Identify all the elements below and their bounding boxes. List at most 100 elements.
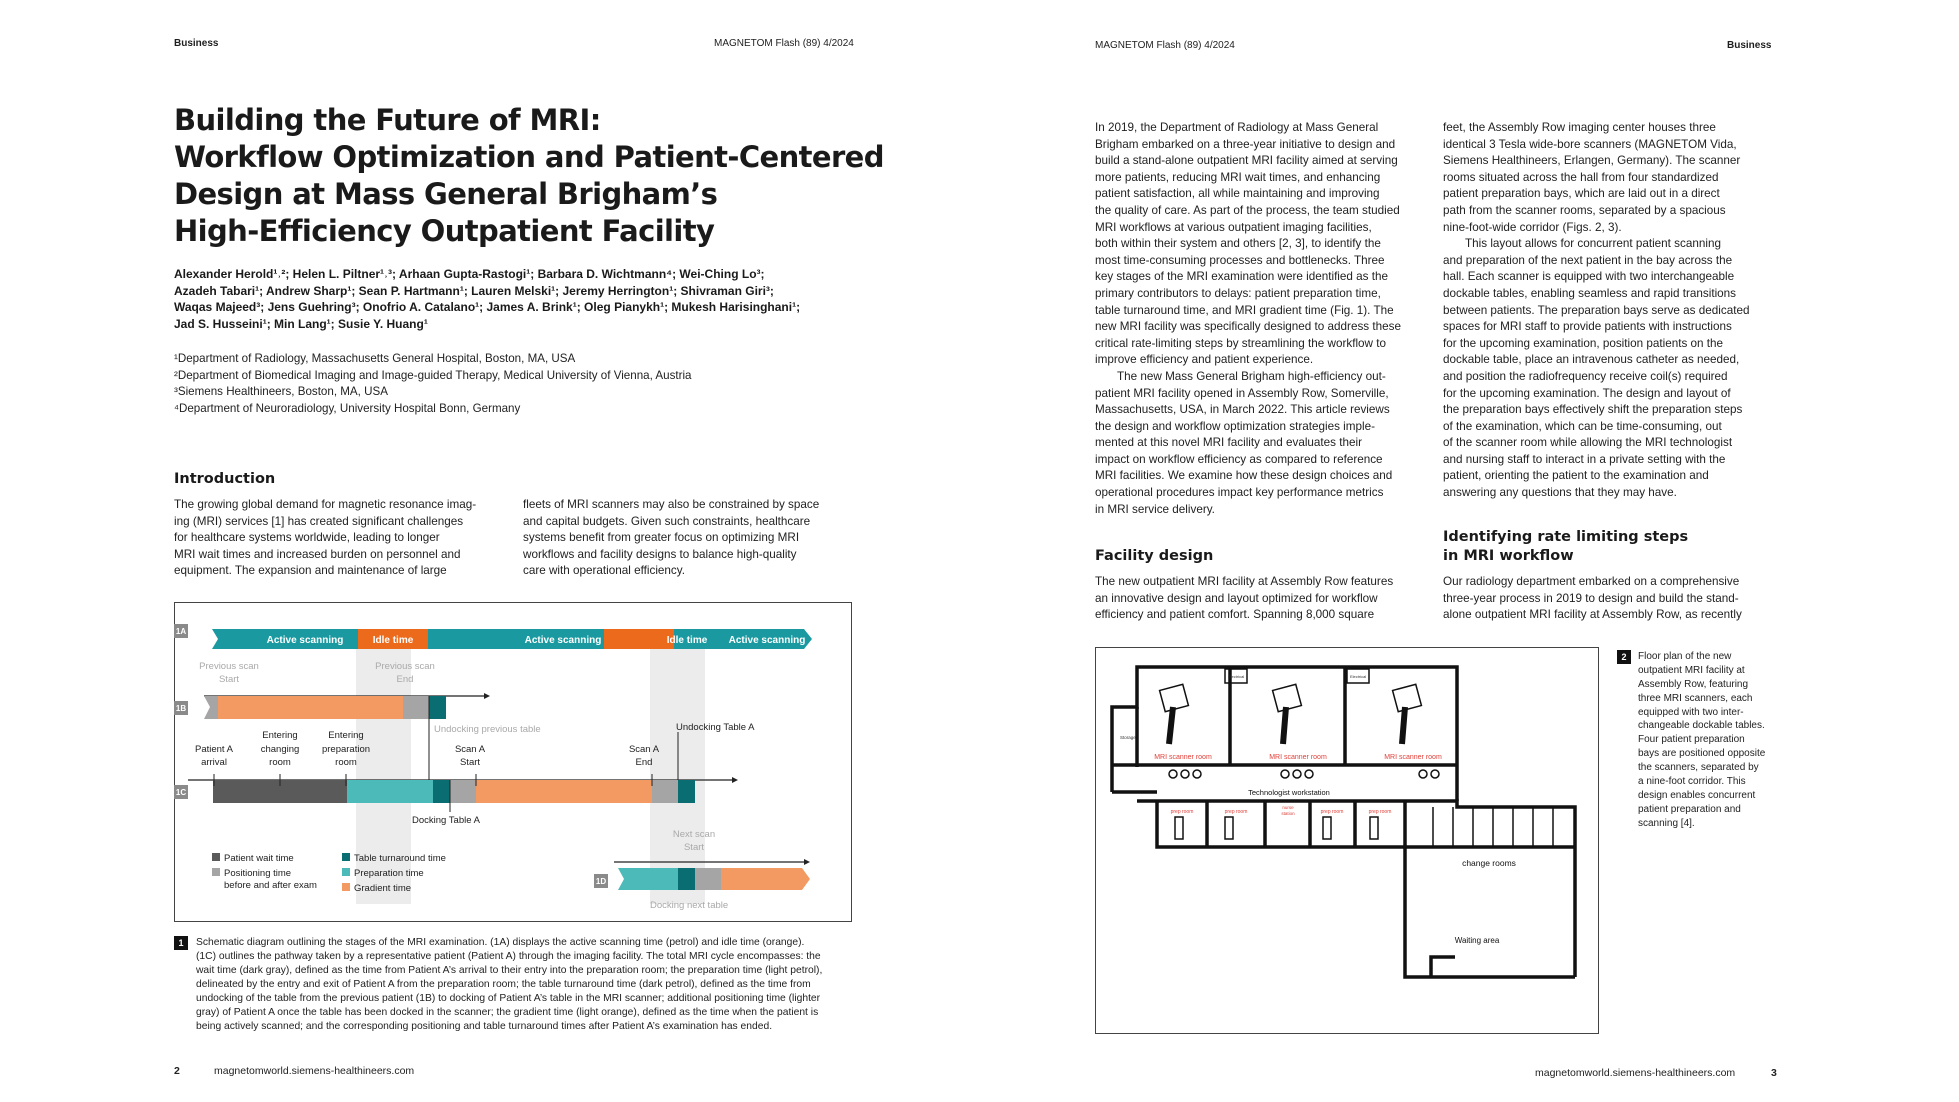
electrical-label-1: Electrical [1228,674,1244,679]
docking-next-table: Docking next table [650,900,728,911]
intro-col1-line: ing (MRI) services [1] has created signi… [174,514,464,528]
row-1b-arrowhead [484,693,490,699]
legend-swatch-gradient [342,883,350,891]
idle-time-label-1: Idle time [373,635,414,646]
previous-scan-end-l1: Previous scan [375,661,435,672]
row-label-1d-box [594,874,608,888]
undocking-previous-table: Undocking previous table [434,724,541,735]
idle-segment-2 [604,629,674,649]
col1-p3-line: an innovative design and layout optimize… [1095,591,1378,605]
row-1c-arrowhead [732,777,738,783]
figure-1-workflow-diagram: 1A Active scanning Idle time Active scan… [174,602,852,922]
wall-prep-block [1155,801,1407,849]
storage-label: Storage [1120,735,1136,740]
figure-2-frame [1095,647,1599,1034]
col2-p3-line: alone outpatient MRI facility at Assembl… [1443,608,1742,622]
scanner-2 [1271,683,1303,713]
intro-column-2: fleets of MRI scanners may also be const… [523,497,819,580]
nurse-station-label-l1: nurse [1282,805,1294,810]
legend-patient-wait-time: Patient wait time [224,853,294,864]
change-rooms-label: change rooms [1462,858,1516,868]
author-line-4: Jad S. Husseini¹; Min Lang¹; Susie Y. Hu… [174,316,428,331]
intro-column-1: The growing global demand for magnetic r… [174,497,476,580]
active-scanning-label-2: Active scanning [525,635,602,646]
row-label-1b: 1B [176,704,186,713]
right-footer-url[interactable]: magnetomworld.siemens-healthineers.com [1535,1067,1736,1079]
prep-room-label-3: prep room [1321,809,1344,815]
entering-preparation-room-l1: Entering [328,730,363,741]
scanner-3 [1391,683,1423,713]
figure-2-floor-plan: Storage Electrical Electrical MRI scanne… [1095,647,1599,1034]
intro-col1-line: for healthcare systems worldwide, leadin… [174,531,440,545]
scan-a-end-l1: Scan A [629,744,660,755]
chair [1304,769,1314,779]
prep-room-label-2: prep room [1225,809,1248,815]
col2-p2-line: for the upcoming examination. The design… [1443,386,1731,400]
col2-p1-line: path from the scanner rooms, separated b… [1443,203,1726,217]
row-label-1c: 1C [176,788,186,797]
row-1b-positioning-end [403,696,429,719]
rate-heading-line-1: Identifying rate limiting steps [1443,529,1689,545]
caption-2-line: patient preparation and [1638,803,1741,815]
col1-p2-line: impact on workflow efficiency as compare… [1095,452,1383,466]
col2-p2-line: and nursing staff to interact in a priva… [1443,452,1726,466]
facility-design-heading: Facility design [1095,548,1214,564]
row-1d-gradient [721,868,810,890]
row-1c-table-turnaround-1 [433,780,450,803]
facility-design-text: The new outpatient MRI facility at Assem… [1095,574,1393,624]
row-1d-positioning [695,868,721,890]
col1-p3-line: The new outpatient MRI facility at Assem… [1095,575,1394,588]
wall-waiting-area [1403,847,1575,979]
patient-a-arrival-l2: arrival [201,757,227,768]
scanner-table-1 [1166,706,1176,745]
col2-p2-line: and position the radiofrequency receive … [1443,369,1728,383]
idle-time-label-2: Idle time [667,635,708,646]
prep-bed-4 [1369,816,1379,840]
affiliation-2: ²Department of Biomedical Imaging and Im… [174,368,692,382]
col1-p1-line: both within their system and others [2, … [1095,237,1381,251]
active-scanning-segment-1 [212,629,358,649]
prep-bed-3 [1322,816,1332,840]
chair [1180,769,1190,779]
col2-p2-line: answering any questions that they may ha… [1443,486,1677,500]
title-line-2: Workflow Optimization and Patient-Center… [174,140,885,174]
prep-room-label-4: prep room [1369,809,1392,815]
entering-changing-room-l1: Entering [262,730,297,741]
affiliation-3: ³Siemens Healthineers, Boston, MA, USA [174,385,388,399]
col1-p2-line: patient MRI facility opened in Assembly … [1095,386,1389,400]
row-1c-positioning-2 [652,780,678,803]
right-header-section: Business [1727,40,1772,51]
scanner-1 [1158,683,1190,713]
idle-segment-1 [358,629,428,649]
row-1b-table-turnaround [429,696,446,719]
col1-p1-line: key stages of the MRI examination were i… [1095,270,1388,284]
col1-p2-line: mented at this novel MRI facility and ev… [1095,436,1362,450]
col1-p2-line: in MRI service delivery. [1095,502,1215,516]
legend-table-turnaround-time: Table turnaround time [354,853,446,864]
electrical-label-2: Electrical [1350,674,1366,679]
scanner-room-label-1: MRI scanner room [1154,754,1212,761]
col1-p1-line: more patients, reducing MRI wait times, … [1095,170,1381,184]
col1-p1-line: patient satisfaction, all while maintain… [1095,187,1380,201]
col2-p1-line: patient preparation bays, which are laid… [1443,187,1720,201]
wall-corridor-bottom [1137,799,1577,977]
intro-col2-line: care with operational efficiency. [523,564,685,578]
caption-2-line: equipped with two inter- [1638,706,1744,718]
active-scanning-label-1: Active scanning [267,635,344,646]
col1-p1-line: build a stand-alone outpatient MRI facil… [1095,154,1398,168]
col2-p2-line: dockable tables, enabling seamless and r… [1443,286,1737,300]
legend-swatch-wait [212,853,220,861]
figure-2-caption: Floor plan of the new outpatient MRI fac… [1638,650,1765,831]
legend-positioning-time-l2: before and after exam [224,880,317,891]
author-line-1: Alexander Herold¹˒²; Helen L. Piltner¹˒³… [174,267,765,281]
affiliation-1: ¹Department of Radiology, Massachusetts … [174,352,576,365]
author-list: Alexander Herold¹˒²; Helen L. Piltner¹˒³… [174,266,800,332]
col2-p3-line: Our radiology department embarked on a c… [1443,575,1740,588]
left-footer-url[interactable]: magnetomworld.siemens-healthineers.com [214,1065,415,1077]
row-1c-table-turnaround-2 [678,780,695,803]
chair [1292,769,1302,779]
col2-p2-line: of the examination, which can be time-co… [1443,419,1722,433]
col2-p2-line: hall. Each scanner is equipped with two … [1443,270,1735,284]
left-header-section: Business [174,38,219,49]
right-page-number: 3 [1771,1067,1777,1079]
